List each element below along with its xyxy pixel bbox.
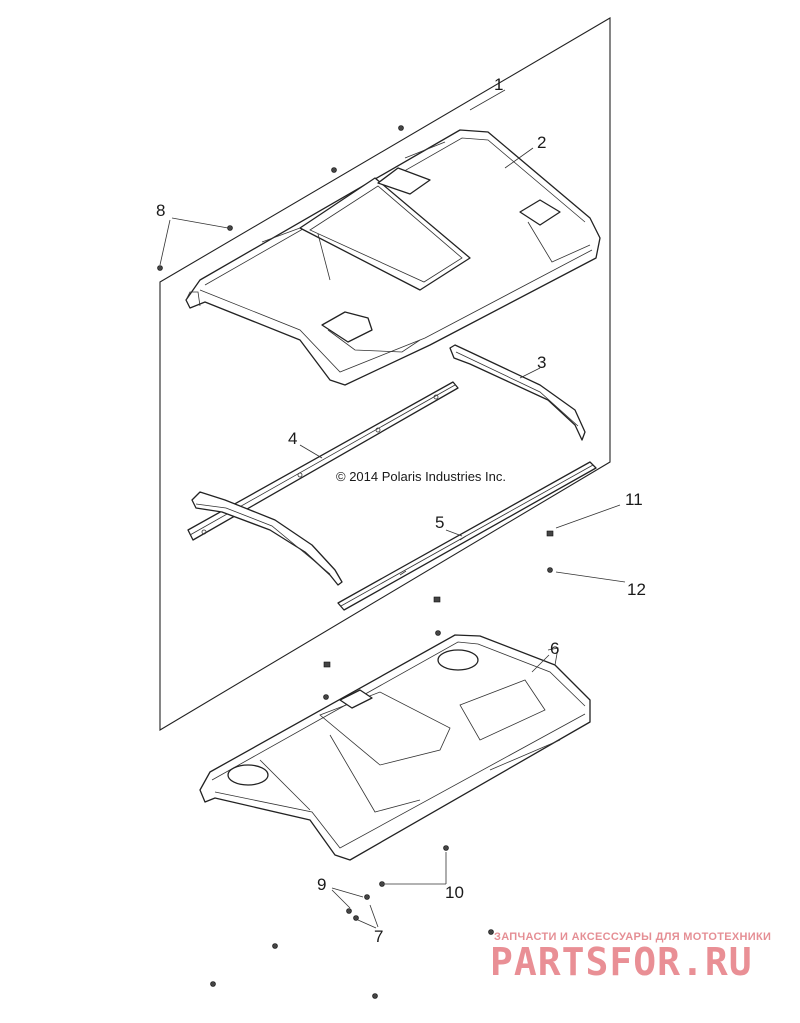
callout-1: 1 (494, 75, 503, 94)
roof-top-part (185, 129, 601, 386)
headliner-part-6 (199, 634, 591, 861)
callout-12: 12 (627, 580, 646, 599)
callout-5: 5 (435, 513, 444, 532)
fasteners-group (157, 125, 554, 999)
bar-part-5 (337, 461, 597, 611)
callout-2: 2 (537, 133, 546, 152)
leader-lines (159, 89, 626, 929)
assembly-frame (159, 17, 611, 731)
copyright-notice: © 2014 Polaris Industries Inc. (336, 469, 506, 484)
callout-11: 11 (625, 490, 643, 509)
watermark-tagline: ЗАПЧАСТИ И АКСЕССУАРЫ ДЛЯ МОТОТЕХНИКИ (494, 931, 771, 943)
side-rail-part-3 (449, 344, 586, 441)
bracket-part-4 (187, 381, 459, 586)
watermark-brand: PARTSFOR.RU (490, 940, 753, 984)
callout-8: 8 (156, 201, 165, 220)
callout-7: 7 (374, 927, 383, 946)
callout-9: 9 (317, 875, 326, 894)
callout-3: 3 (537, 353, 546, 372)
callout-10: 10 (445, 883, 464, 902)
callout-4: 4 (288, 429, 297, 448)
callout-6: 6 (550, 639, 559, 658)
